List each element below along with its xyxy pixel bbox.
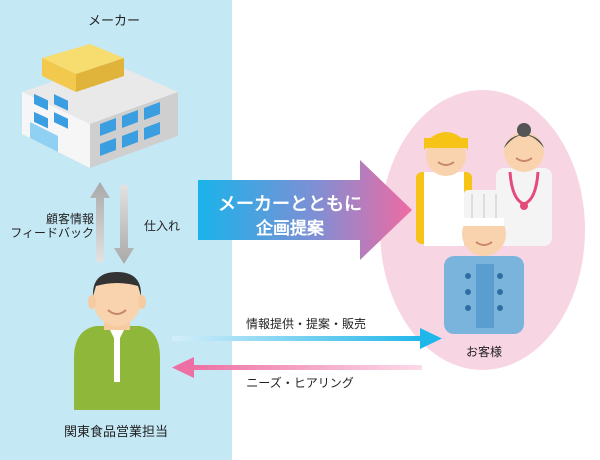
customer-info-label: 顧客情報 フィードバック [10,212,94,241]
customers-group-icon [416,123,552,334]
customer-info-line1: 顧客情報 [45,212,94,226]
customer-info-line2: フィードバック [10,226,94,241]
customers-label: お客様 [465,345,503,359]
info-provision-label: 情報提供・提案・販売 [245,317,367,331]
proposal-big-arrow [198,160,412,260]
maker-label: メーカー [87,14,141,29]
purchase-down-arrow [114,185,134,264]
big-arrow-text-line1: メーカーとともに [218,194,362,215]
info-provision-arrow [172,328,442,349]
sales-rep-label: 関東食品営業担当 [63,425,169,440]
feedback-up-arrow [90,182,110,262]
needs-hearing-arrow [172,357,422,378]
big-arrow-text-line2: 企画提案 [256,219,324,239]
factory-building-icon [22,44,178,168]
purchase-label: 仕入れ [144,219,181,233]
needs-hearing-label: ニーズ・ヒアリング [246,376,354,390]
businessman-icon [74,272,160,410]
